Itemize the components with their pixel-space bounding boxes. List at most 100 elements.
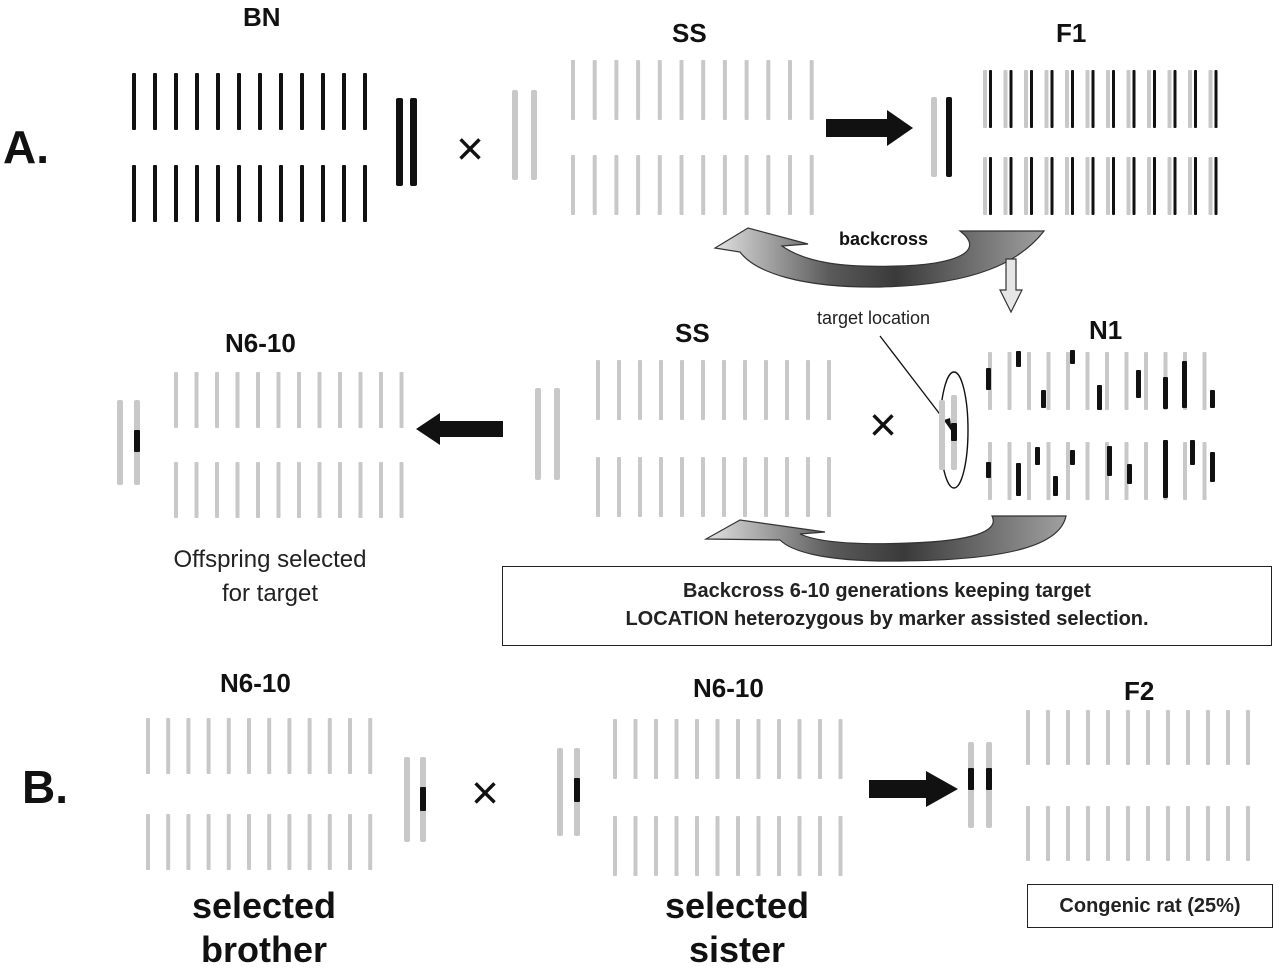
bn-autosome-chromosome <box>216 165 220 222</box>
brother-sex-chromosome <box>404 757 410 842</box>
n6-10-b-mid-autosome-chromosome <box>674 719 679 779</box>
n6-10-autosome-chromosome <box>174 372 178 428</box>
bn-autosome-chromosome <box>342 165 346 222</box>
ss-autosome-top-chromosome <box>788 60 792 120</box>
n1-bn-segment <box>1210 390 1215 408</box>
ss-autosome-mid-chromosome <box>638 360 642 420</box>
n6-10-b-mid-autosome-chromosome <box>654 719 658 779</box>
ss-autosome-mid-chromosome <box>638 457 642 517</box>
f1-autosome-light-chromosome <box>1044 157 1049 215</box>
ss-sex-chromosome <box>512 90 518 180</box>
n1-autosome-chromosome <box>1046 352 1051 410</box>
f1-sex-chromosome-dark <box>946 97 952 177</box>
n6-10-autosome-chromosome <box>358 372 363 428</box>
ss-autosome-top-chromosome <box>571 155 575 215</box>
f2-autosome-chromosome <box>1046 806 1050 861</box>
n1-bn-segment <box>1127 464 1132 484</box>
n1-autosome-chromosome <box>1124 352 1129 410</box>
f1-autosome-light-chromosome <box>1024 157 1028 215</box>
cross-symbol-a-mid: × <box>869 399 898 452</box>
ss-autosome-top-chromosome <box>809 155 814 215</box>
f2-autosome-chromosome <box>1226 710 1230 765</box>
f2-autosome-chromosome <box>1126 710 1130 765</box>
n1-bn-segment <box>986 462 991 478</box>
selected-sister-line1: selected <box>664 885 810 926</box>
ss-autosome-mid-chromosome <box>596 457 600 517</box>
label-n6-10-b-left: N6-10 <box>220 668 291 698</box>
n1-autosome-chromosome <box>1046 442 1051 500</box>
backcross-label: backcross <box>839 229 929 249</box>
f2-autosome-chromosome <box>1086 806 1090 861</box>
f1-autosome-dark-chromosome <box>989 157 992 215</box>
n6-10-b-left-autosome-chromosome <box>287 718 292 774</box>
n1-autosome-chromosome <box>1105 352 1109 410</box>
n6-10-b-mid-autosome-chromosome <box>756 816 761 876</box>
arrow-to-f1 <box>826 110 913 146</box>
f1-autosome-dark-chromosome <box>1194 70 1197 128</box>
f2-autosome-chromosome <box>1106 710 1110 765</box>
ss-autosome-mid-chromosome <box>806 457 810 517</box>
bn-autosome-chromosome <box>153 73 157 130</box>
ss-autosome-mid-chromosome <box>680 457 684 517</box>
f1-autosome-dark-chromosome <box>989 70 992 128</box>
ss-autosome-mid-chromosome <box>617 360 621 420</box>
ss-autosome-top-chromosome <box>592 60 597 120</box>
n1-bn-segment <box>1210 452 1215 482</box>
n1-bn-segment <box>1163 377 1168 409</box>
n6-10-b-mid-autosome-chromosome <box>838 816 843 876</box>
n6-10-b-left-autosome-chromosome <box>166 814 171 870</box>
selected-sister-line2: sister <box>688 929 786 970</box>
n6-10-autosome-chromosome <box>215 462 219 518</box>
n6-10-b-left-autosome-chromosome <box>368 718 373 774</box>
sister-sex-chromosome <box>557 748 563 836</box>
arrow-to-n6-10 <box>416 413 503 445</box>
ss-autosome-mid-chromosome <box>722 360 726 420</box>
n1-bn-segment <box>1163 440 1168 498</box>
f2-autosome-chromosome <box>1146 710 1150 765</box>
n6-10-b-left-autosome-chromosome <box>348 814 352 870</box>
f2-autosome-chromosome <box>1086 710 1090 765</box>
n6-10-autosome-chromosome <box>276 462 281 518</box>
f1-autosome-dark-chromosome <box>1030 70 1033 128</box>
bn-autosome-chromosome <box>132 73 136 130</box>
f1-autosome-light-chromosome <box>1167 70 1172 128</box>
n1-bn-segment <box>1016 463 1021 496</box>
f2-target-segment <box>968 768 974 790</box>
ss-autosome-mid-chromosome <box>659 360 663 420</box>
bn-autosome-chromosome <box>258 73 262 130</box>
ss-autosome-top-chromosome <box>766 155 771 215</box>
bn-autosome-chromosome <box>195 165 199 222</box>
f1-autosome-dark-chromosome <box>1214 70 1218 128</box>
ss-autosome-top-chromosome <box>722 60 727 120</box>
n6-10-b-left-autosome-chromosome <box>146 718 150 774</box>
n1-bn-segment <box>1016 351 1021 367</box>
n6-10-autosome-chromosome <box>174 462 178 518</box>
f1-autosome-light-chromosome <box>1147 70 1151 128</box>
f1-autosome-dark-chromosome <box>1030 157 1033 215</box>
ss-autosome-top-chromosome <box>592 155 597 215</box>
f1-autosome-light-chromosome <box>1106 157 1110 215</box>
ss-autosome-mid-chromosome <box>743 457 747 517</box>
f2-autosome-chromosome <box>1166 710 1170 765</box>
n6-10-autosome-chromosome <box>194 462 199 518</box>
n6-10-b-mid-autosome-chromosome <box>838 719 843 779</box>
n1-target-segment <box>951 423 957 441</box>
n6-10-b-mid-autosome-chromosome <box>633 816 638 876</box>
n6-10-b-left-autosome-chromosome <box>327 718 332 774</box>
n6-10-b-mid-autosome-chromosome <box>613 816 617 876</box>
ss-autosome-mid-chromosome <box>722 457 726 517</box>
ss-autosome-mid-chromosome <box>764 360 768 420</box>
f2-autosome-chromosome <box>1206 710 1210 765</box>
ss-autosome-mid-chromosome <box>680 360 684 420</box>
ss-mid-sex-chromosome <box>554 388 560 480</box>
f1-autosome-light-chromosome <box>1003 70 1008 128</box>
ss-autosome-top-chromosome <box>744 155 749 215</box>
ss-autosome-top-chromosome <box>679 60 684 120</box>
bn-autosome-chromosome <box>342 73 346 130</box>
n1-sex-chromosome <box>939 400 945 470</box>
n6-10-autosome-chromosome <box>338 372 342 428</box>
n6-10-b-left-autosome-chromosome <box>267 718 272 774</box>
congenic-rat-label: Congenic rat (25%) <box>1059 895 1241 917</box>
bn-sex-chromosome <box>410 98 417 186</box>
